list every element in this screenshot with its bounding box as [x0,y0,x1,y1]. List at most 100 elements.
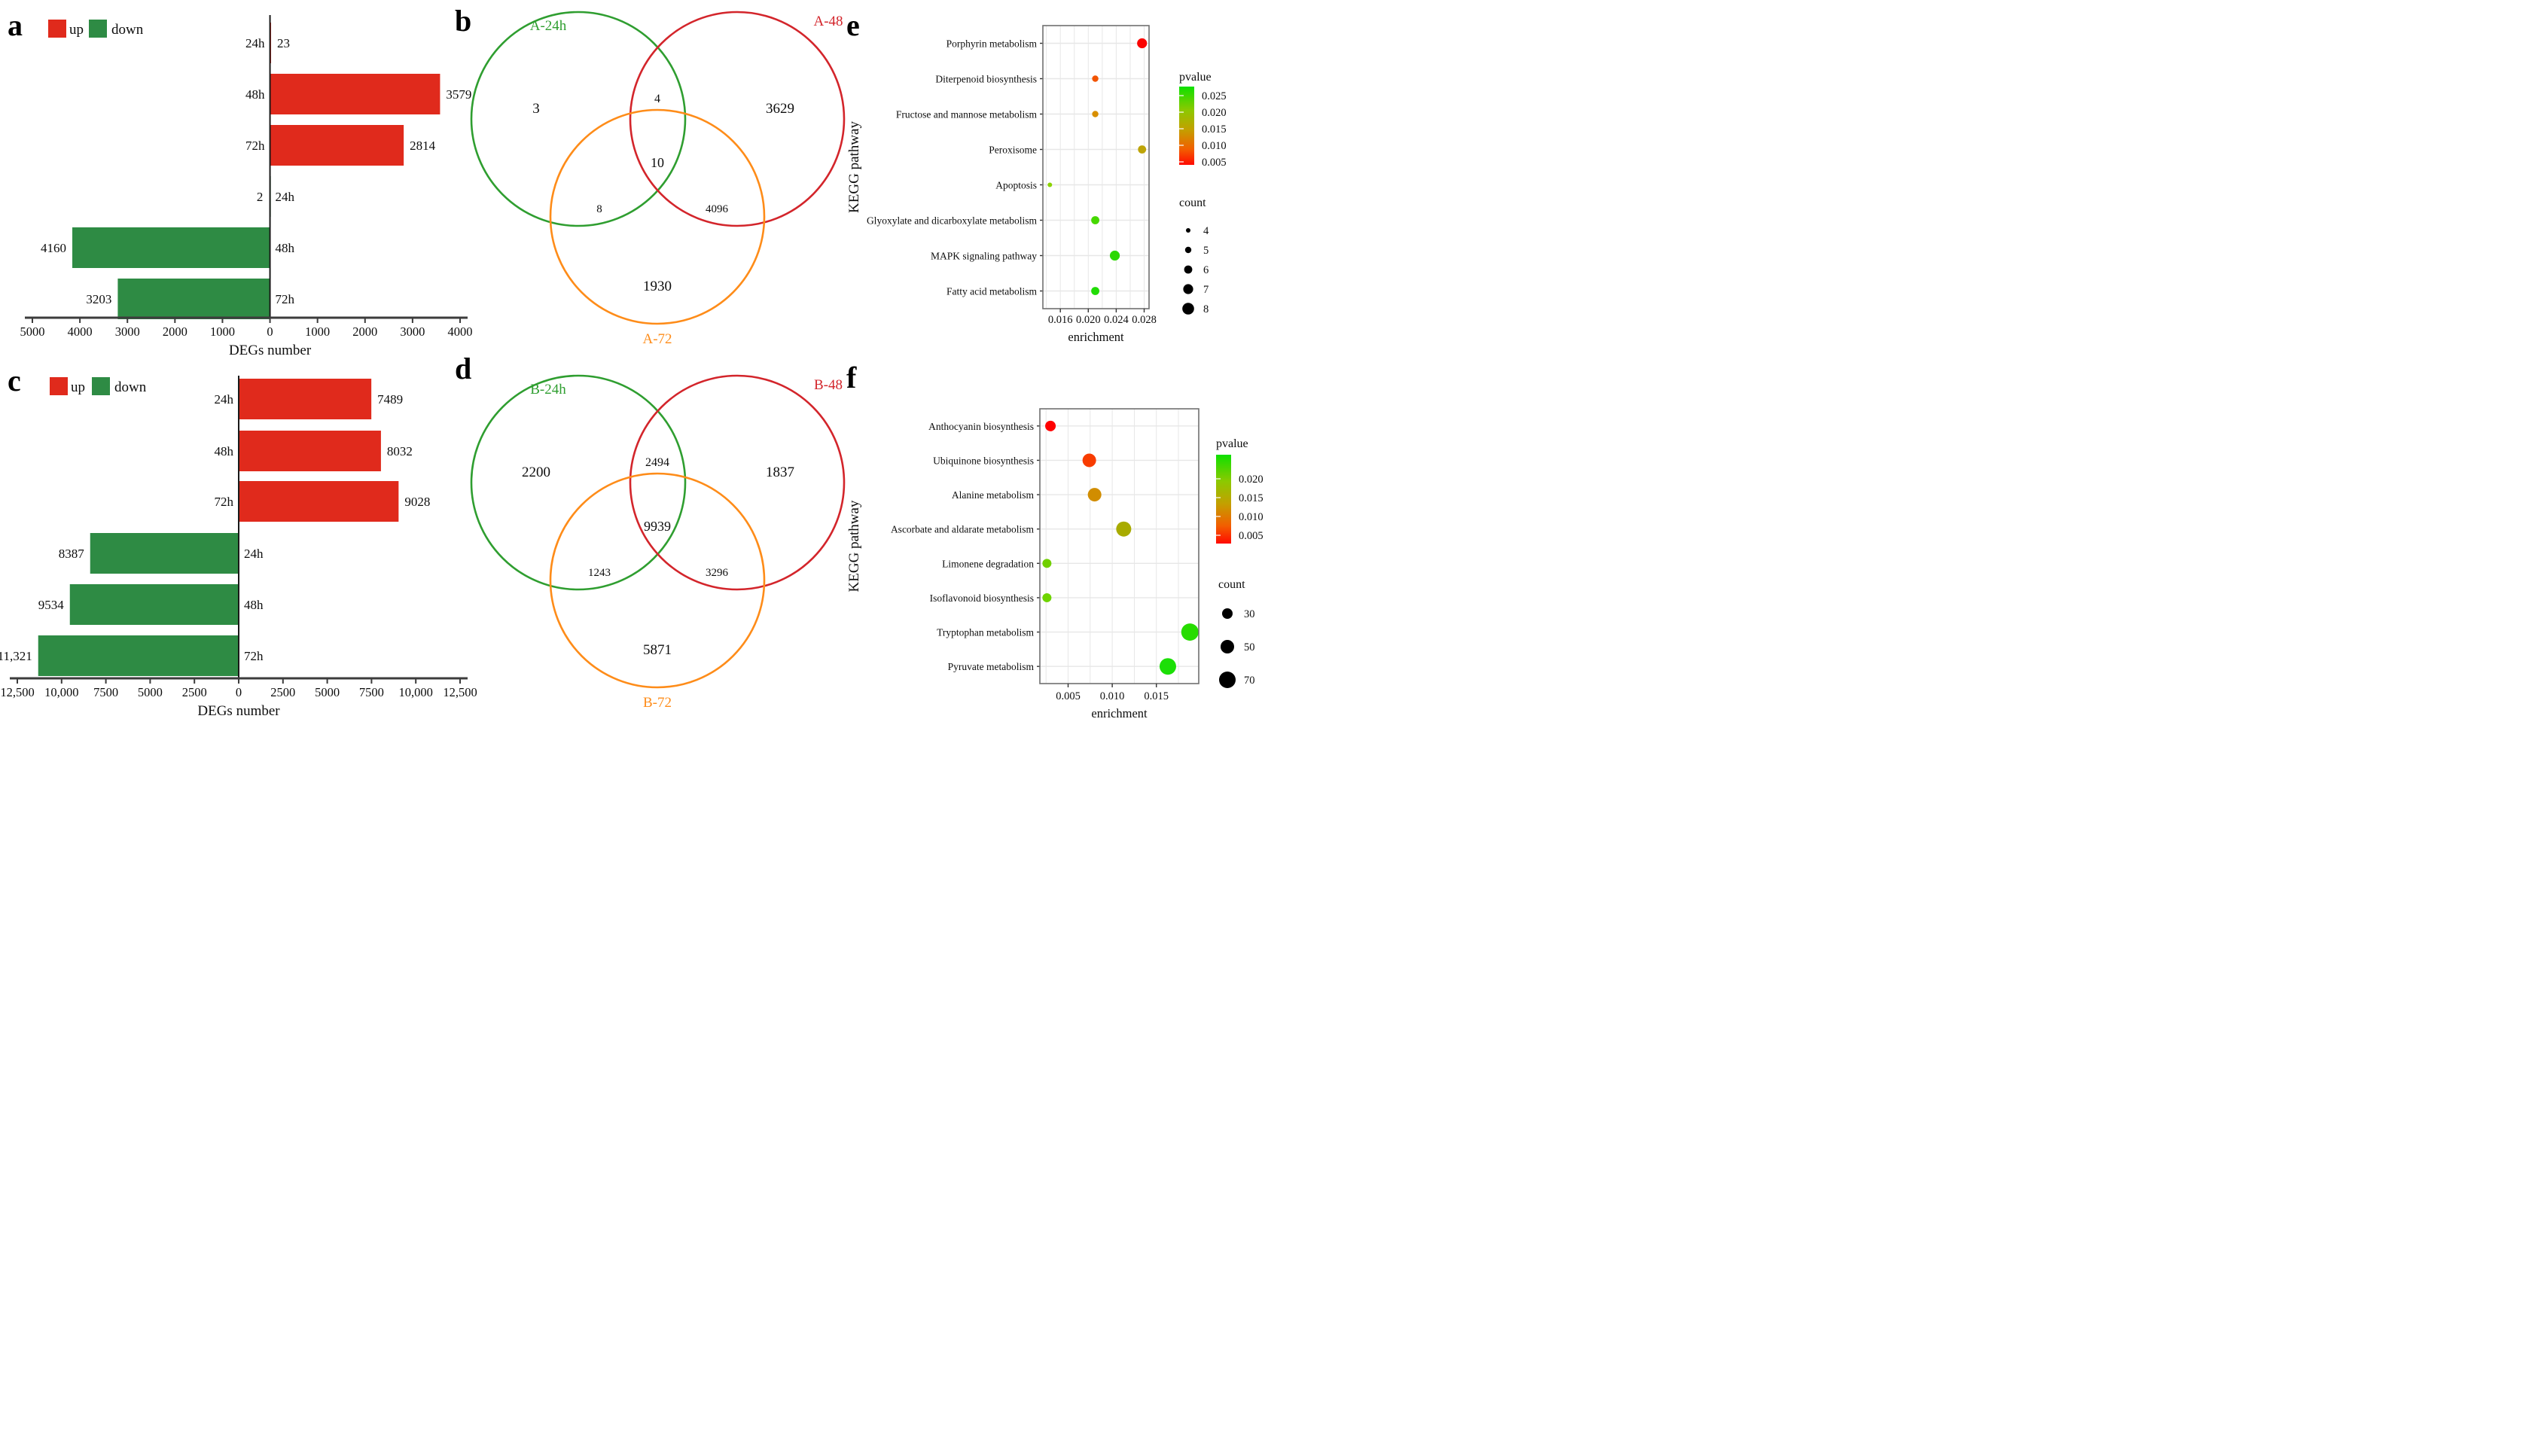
venn-count-center: 10 [651,155,664,170]
venn-count-set1-set3: 1243 [588,567,611,579]
x-axis-title: enrichment [1091,706,1148,720]
pathway-label: Isoflavonoid biosynthesis [930,592,1034,604]
pathway-label: Pyruvate metabolism [948,661,1035,672]
count-legend-dot [1184,265,1193,274]
count-legend-title: count [1218,578,1245,591]
pvalue-legend-title: pvalue [1179,71,1212,84]
venn-set-label: B-72 [643,695,672,711]
venn-count-set1-only: 2200 [522,465,550,480]
legend-label-up: up [71,379,85,395]
count-legend-dot [1219,672,1236,688]
venn-count-set1-set2: 4 [654,93,660,105]
x-tick-label: 5000 [20,324,45,339]
bar-up-72h [270,125,404,166]
pvalue-legend-label: 0.005 [1202,157,1227,169]
count-legend-label: 70 [1244,675,1255,687]
bar-time-label: 48h [244,598,264,612]
dot-peroxisome [1138,145,1147,154]
x-axis-title: DEGs number [197,703,280,719]
count-legend-label: 8 [1203,303,1209,315]
venn-count-set1-set2: 2494 [645,456,669,469]
dot-porphyrin-metabolism [1137,38,1148,49]
venn-count-center: 9939 [644,519,671,534]
count-legend-title: count [1179,196,1206,209]
x-tick-label: 2500 [182,685,207,699]
count-legend-label: 50 [1244,641,1255,653]
x-tick-label: 0 [267,324,273,339]
legend-swatch-up [48,20,66,38]
x-tick-label: 4000 [448,324,473,339]
x-axis-title: enrichment [1068,330,1124,344]
bar-down-72h [38,635,239,676]
x-tick-label: 10,000 [399,685,433,699]
venn-set-label: A-72 [642,331,672,347]
pathway-label: Diterpenoid biosynthesis [935,74,1037,85]
x-tick-label: 2000 [163,324,187,339]
pvalue-legend-label: 0.010 [1202,140,1227,152]
y-axis-title: KEGG pathway [846,121,862,213]
x-tick-label: 0.005 [1056,690,1081,702]
venn-set-label: A-24h [530,18,567,34]
bar-down-48h [69,584,239,625]
dot-apoptosis [1047,182,1053,187]
bar-value-label: 3203 [86,292,111,306]
bar-up-48h [270,74,440,114]
bar-down-48h [72,227,270,268]
pathway-label: Fatty acid metabolism [946,286,1037,297]
dot-alanine-metabolism [1087,488,1102,502]
legend-swatch-up [50,377,68,395]
venn-circle-a-48 [629,11,846,227]
plot-border [1039,408,1199,684]
pvalue-legend-label: 0.010 [1239,511,1264,523]
venn-count-set2-set3: 3296 [706,567,729,579]
x-tick-label: 12,500 [0,685,34,699]
pathway-label: Alanine metabolism [952,489,1035,501]
pathway-label: Fructose and mannose metabolism [896,109,1038,120]
plot-border [1042,25,1150,309]
bar-value-label: 7489 [377,392,403,407]
bar-value-label: 9028 [404,495,430,509]
x-tick-label: 7500 [359,685,384,699]
x-tick-label: 0.015 [1144,690,1169,702]
count-legend-dot [1183,284,1193,294]
x-tick-label: 5000 [315,685,340,699]
legend-swatch-down [92,377,110,395]
legend-label-up: up [69,22,84,38]
pvalue-legend-label: 0.015 [1202,123,1227,136]
x-tick-label: 4000 [68,324,93,339]
legend-label-down: down [111,22,144,38]
venn-count-set3-only: 1930 [643,279,672,294]
pathway-label: Ascorbate and aldarate metabolism [891,524,1035,535]
bar-value-label: 2 [257,190,264,204]
bar-down-72h [117,279,270,319]
venn-set-label: B-48 [814,377,843,393]
bar-value-label: 11,321 [0,649,32,663]
count-legend-dot [1186,228,1190,233]
count-legend-label: 4 [1203,225,1209,237]
x-tick-label: 5000 [138,685,163,699]
dot-ascorbate-and-aldarate-metabolism [1116,521,1132,537]
x-tick-label: 1000 [305,324,330,339]
panel-letter-d: d [455,352,472,385]
count-legend-dot [1182,303,1194,315]
venn-circle-a-24h [470,11,687,227]
x-tick-label: 10,000 [44,685,78,699]
bar-time-label: 24h [276,190,295,204]
count-legend-label: 5 [1203,245,1209,257]
venn-count-set1-set3: 8 [596,203,602,215]
bar-up-48h [239,431,381,471]
count-legend-dot [1184,246,1192,254]
venn-count-set2-only: 1837 [766,465,794,480]
venn-set-label: A-48 [813,14,843,29]
x-tick-label: 0.028 [1132,314,1157,326]
pathway-label: Porphyrin metabolism [946,38,1038,50]
x-tick-label: 0.016 [1048,314,1073,326]
bar-value-label: 9534 [38,598,65,612]
venn-circle-b-72 [549,472,766,689]
count-legend-dot [1221,640,1234,653]
x-tick-label: 2500 [270,685,295,699]
